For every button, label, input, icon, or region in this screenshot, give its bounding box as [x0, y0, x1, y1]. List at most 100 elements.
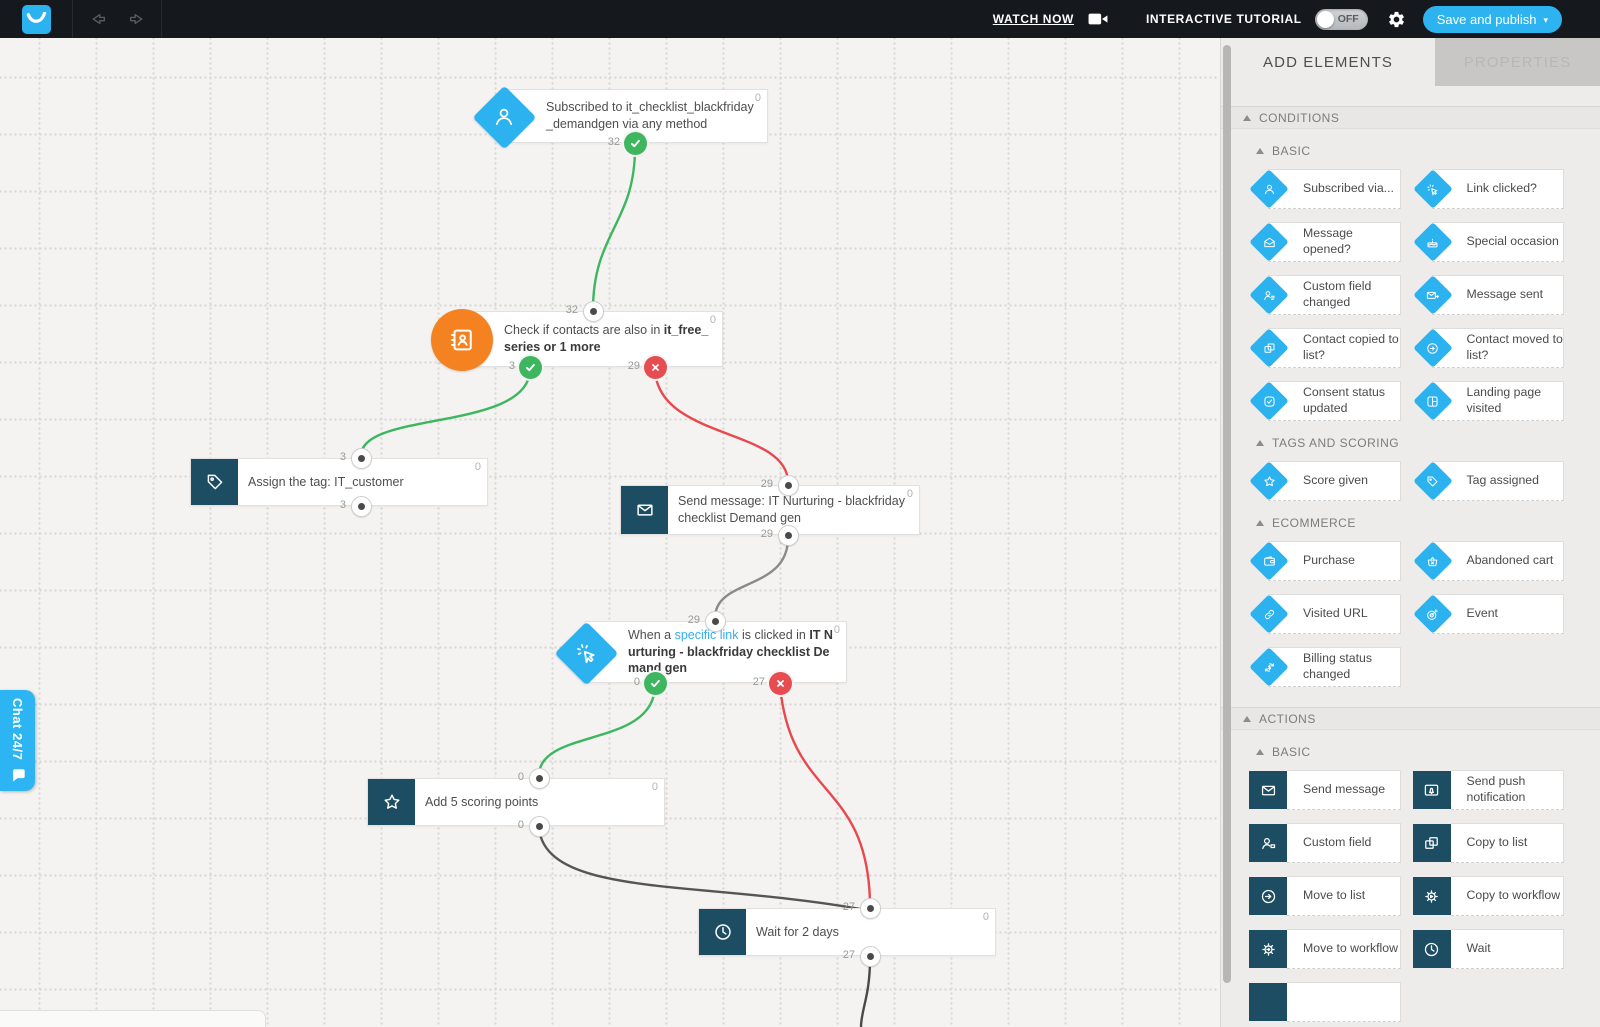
element-special-occasion[interactable]: Special occasion [1413, 222, 1564, 262]
chat-tab[interactable]: Chat 24/7 [0, 690, 35, 791]
video-camera-icon[interactable] [1087, 10, 1109, 28]
element-message-opened[interactable]: Message opened? [1249, 222, 1401, 262]
condition-diamond [1249, 461, 1289, 501]
action-square [1249, 983, 1287, 1021]
element-contact-moved-to-list[interactable]: Contact moved to list? [1413, 328, 1564, 368]
tutorial-toggle[interactable]: OFF [1314, 8, 1368, 30]
undo-button[interactable] [85, 6, 111, 32]
condition-diamond [1413, 275, 1453, 315]
caret-down-icon: ▾ [1543, 14, 1548, 25]
connector-count: 27 [752, 676, 765, 688]
workflow-canvas[interactable]: Subscribed to it_checklist_blackfriday_d… [0, 38, 1219, 1027]
connector-cross-n5[interactable] [768, 671, 792, 695]
element-subscribed-via[interactable]: Subscribed via... [1249, 169, 1401, 209]
element-item[interactable] [1249, 982, 1401, 1022]
condition-diamond [1249, 222, 1289, 262]
node-diamond-shape [554, 621, 618, 685]
check-icon [525, 363, 535, 371]
group-header-tags-and-scoring[interactable]: TAGS AND SCORING [1221, 436, 1600, 450]
element-message-sent[interactable]: Message sent [1413, 275, 1564, 315]
connector-dot-n3[interactable] [350, 447, 372, 469]
contact-book-icon [451, 329, 472, 351]
topbar-divider [161, 0, 162, 38]
link-clicked-icon [577, 644, 595, 664]
connector-check-n1[interactable] [623, 131, 647, 155]
condition-diamond [1413, 222, 1453, 262]
group-header-basic[interactable]: BASIC [1221, 144, 1600, 158]
collapse-triangle-icon [1243, 715, 1251, 722]
node-label: Assign the tag: IT_customer [248, 474, 404, 489]
workflow-node-n5[interactable]: When a specific link is clicked in IT Nu… [577, 621, 847, 683]
collapse-triangle-icon [1243, 114, 1251, 121]
send-message-icon [1261, 785, 1275, 795]
workflow-node-n4[interactable]: Send message: IT Nurturing - blackfriday… [620, 485, 920, 535]
element-visited-url[interactable]: Visited URL [1249, 594, 1401, 634]
connector-count: 27 [842, 949, 855, 961]
landing-page-icon [1427, 395, 1438, 407]
connector-dot-n4[interactable] [777, 524, 799, 546]
workflow-node-n3[interactable]: Assign the tag: IT_customer 0 [190, 458, 488, 506]
purchase-icon [1263, 555, 1275, 566]
element-send-push-notification[interactable]: Send push notification [1412, 770, 1564, 810]
section-header-actions[interactable]: ACTIONS [1221, 707, 1600, 730]
redo-button[interactable] [123, 6, 149, 32]
message-sent-icon [1426, 291, 1439, 299]
element-tag-assigned[interactable]: Tag assigned [1413, 461, 1564, 501]
app-logo[interactable] [22, 4, 51, 34]
connector-count: 0 [517, 819, 524, 831]
connector-cross-n2[interactable] [643, 355, 667, 379]
element-send-message[interactable]: Send message [1249, 770, 1401, 810]
settings-gear-icon[interactable] [1387, 10, 1406, 29]
element-event[interactable]: Event [1413, 594, 1564, 634]
sidebar-scrollbar[interactable] [1223, 45, 1231, 983]
special-occasion-icon [1427, 238, 1438, 247]
subscribed-person-icon [495, 108, 513, 126]
element-consent-status-updated[interactable]: Consent status updated [1249, 381, 1401, 421]
connector-dot-n2[interactable] [582, 300, 604, 322]
connector-dot-n7[interactable] [859, 945, 881, 967]
billing-status-icon [1264, 662, 1274, 672]
group-header-basic[interactable]: BASIC [1221, 745, 1600, 759]
node-label: When a specific link is clicked in IT Nu… [628, 627, 833, 676]
element-custom-field-changed[interactable]: Custom field changed [1249, 275, 1401, 315]
tab-properties[interactable]: PROPERTIES [1435, 38, 1600, 86]
connector-dot-n5[interactable] [704, 610, 726, 632]
node-link-text[interactable]: specific link [674, 627, 739, 642]
connector-check-n5[interactable] [643, 671, 667, 695]
connector-check-n2[interactable] [518, 355, 542, 379]
workflow-edges [359, 146, 872, 1027]
element-copy-to-list[interactable]: Copy to list [1412, 823, 1564, 863]
connector-dot-n6[interactable] [528, 767, 550, 789]
connector-dot-n6[interactable] [528, 815, 550, 837]
element-copy-to-workflow[interactable]: Copy to workflow [1412, 876, 1564, 916]
send-push-icon [1424, 784, 1439, 796]
save-and-publish-button[interactable]: Save and publish ▾ [1422, 5, 1562, 33]
group-header-ecommerce[interactable]: ECOMMERCE [1221, 516, 1600, 530]
wait-clock-icon [714, 924, 731, 940]
connector-dot-n4[interactable] [777, 474, 799, 496]
element-link-clicked[interactable]: Link clicked? [1413, 169, 1564, 209]
element-wait[interactable]: Wait [1412, 929, 1564, 969]
watch-now-link[interactable]: WATCH NOW [992, 12, 1074, 26]
element-move-to-workflow[interactable]: Move to workflow [1249, 929, 1401, 969]
score-star-icon [1263, 475, 1275, 486]
connector-count: 3 [339, 451, 346, 463]
element-landing-page-visited[interactable]: Landing page visited [1413, 381, 1564, 421]
element-abandoned-cart[interactable]: Abandoned cart [1413, 541, 1564, 581]
redo-arrow-icon [129, 13, 142, 24]
tab-add-elements[interactable]: ADD ELEMENTS [1263, 53, 1393, 71]
element-score-given[interactable]: Score given [1249, 461, 1401, 501]
element-move-to-list[interactable]: Move to list [1249, 876, 1401, 916]
section-header-conditions[interactable]: CONDITIONS [1221, 106, 1600, 129]
connector-dot-n3[interactable] [350, 495, 372, 517]
message-opened-icon [1263, 237, 1275, 247]
element-custom-field[interactable]: Custom field [1249, 823, 1401, 863]
element-billing-status-changed[interactable]: Billing status changed [1249, 647, 1401, 687]
node-counter: 0 [474, 461, 481, 473]
element-contact-copied-to-list[interactable]: Contact copied to list? [1249, 328, 1401, 368]
condition-diamond [1249, 381, 1289, 421]
connector-dot-n7[interactable] [859, 897, 881, 919]
element-purchase[interactable]: Purchase [1249, 541, 1401, 581]
